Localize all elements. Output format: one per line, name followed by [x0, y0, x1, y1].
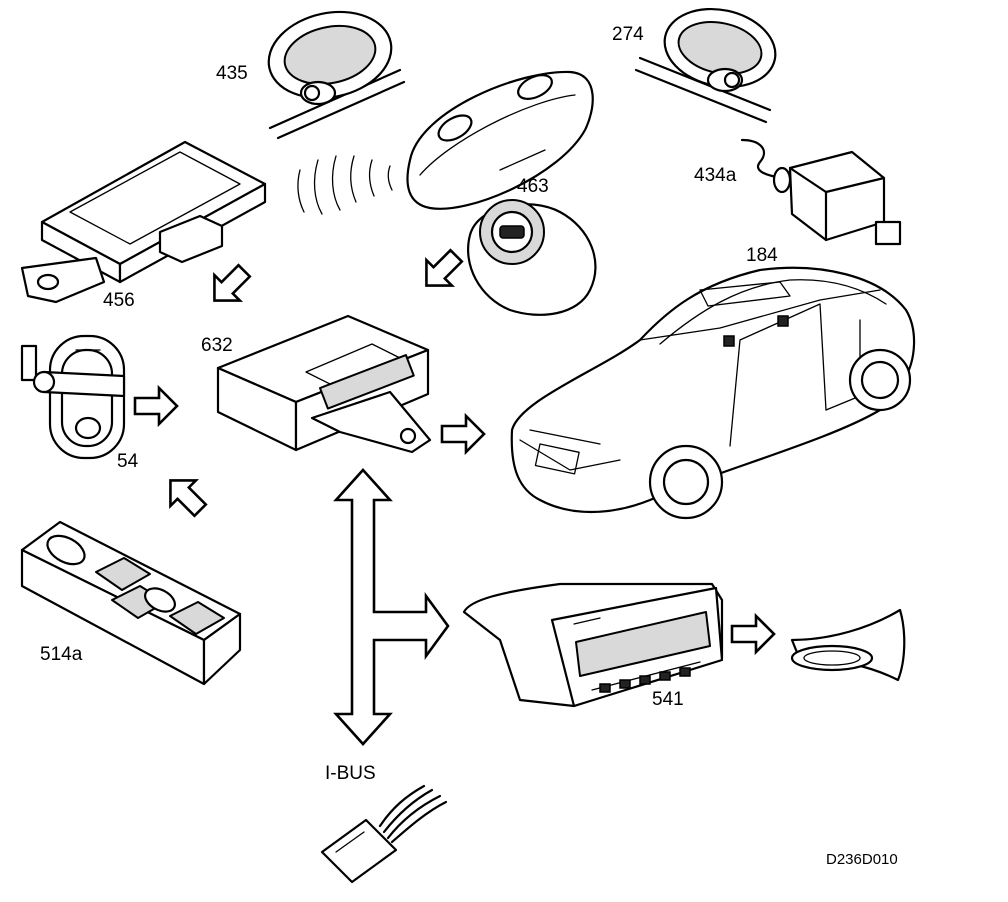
arrow-456-to-632 — [213, 263, 252, 302]
label-54: 54 — [117, 451, 139, 472]
component-514a-switch-panel — [20, 520, 242, 686]
component-horn — [790, 608, 906, 682]
figure-code: D236D010 — [826, 851, 898, 868]
label-274: 274 — [612, 24, 644, 45]
label-ibus: I-BUS — [325, 763, 376, 784]
component-541-info-display — [462, 582, 724, 708]
component-54-door-switch — [20, 334, 126, 460]
label-184: 184 — [746, 245, 778, 266]
label-463: 463 — [517, 176, 549, 197]
component-632-central-module — [216, 314, 432, 454]
label-632: 632 — [201, 335, 233, 356]
label-434a: 434a — [694, 165, 737, 186]
ibus-connector — [320, 784, 448, 884]
component-184-car — [510, 266, 916, 520]
arrow-463-to-632 — [425, 248, 464, 287]
arrow-514a-to-632 — [169, 479, 208, 518]
arrow-541-to-horn — [730, 612, 776, 656]
arrow-632-to-car — [440, 412, 486, 456]
label-456: 456 — [103, 290, 135, 311]
component-274-trunk-lock — [634, 7, 777, 124]
component-456-control-module — [20, 140, 267, 304]
arrow-54-to-632 — [133, 384, 179, 428]
ibus-bus-arrow — [333, 468, 450, 746]
component-434a-lock-motor — [740, 138, 902, 246]
label-541: 541 — [652, 689, 684, 710]
component-463-ignition-switch — [467, 199, 597, 316]
flow-arrows — [133, 248, 776, 656]
component-463-remote-fob — [297, 70, 594, 215]
component-435-door-lock — [267, 10, 406, 140]
label-435: 435 — [216, 63, 248, 84]
label-514a: 514a — [40, 644, 83, 665]
